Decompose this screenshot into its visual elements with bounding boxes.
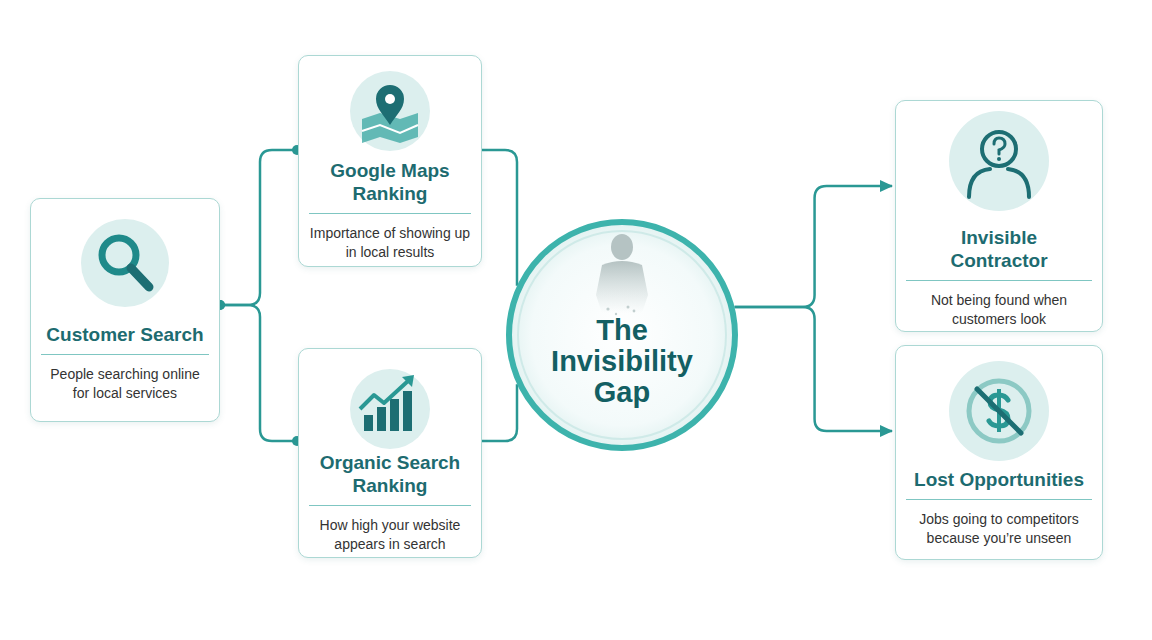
chart-icon-part (402, 375, 414, 387)
person-icon-part (997, 157, 1001, 161)
pin-icon-part (376, 85, 404, 125)
connector (220, 305, 298, 441)
connector (735, 307, 892, 431)
dollar-icon-part (977, 389, 1021, 433)
ghost-illustration-part (509, 222, 735, 448)
box-heading: Invisible Contractor (906, 226, 1092, 281)
box-heading: Customer Search (41, 323, 209, 355)
dollar-icon-part (949, 361, 1049, 461)
connector (220, 150, 298, 305)
chart-icon-part (377, 407, 386, 431)
connector (735, 186, 892, 307)
ghost-illustration-part (518, 231, 726, 439)
ghost-illustration-part (606, 307, 609, 310)
chart-icon-part (364, 415, 373, 431)
info-box: Organic Search RankingHow high your webs… (298, 348, 482, 558)
box-heading: Organic Search Ranking (309, 451, 471, 506)
dollar-icon-part (969, 381, 1029, 441)
pin-icon-part (350, 71, 430, 151)
ghost-illustration-part (596, 261, 648, 313)
search-icon-part (131, 268, 149, 287)
connector (482, 150, 517, 286)
connector (482, 384, 517, 441)
ghost-illustration-part (633, 310, 636, 313)
gap-circle: The Invisibility Gap (504, 217, 740, 453)
ghost-illustration-part (611, 234, 633, 260)
person-icon-part (969, 169, 1029, 197)
ghost-illustration-part (627, 306, 630, 309)
box-description: How high your website appears in search (309, 516, 471, 554)
person-icon (949, 111, 1049, 211)
box-description: Importance of showing up in local result… (309, 224, 471, 262)
chart-icon-part (350, 369, 430, 449)
info-box: Customer SearchPeople searching online f… (30, 198, 220, 422)
box-heading: Google Maps Ranking (309, 159, 471, 214)
box-description: Jobs going to competitors because you’re… (906, 510, 1092, 548)
info-box: Lost OpportunitiesJobs going to competit… (895, 345, 1103, 560)
chart-icon-part (403, 391, 412, 431)
chart-icon (340, 359, 440, 459)
search-icon-part (81, 219, 169, 307)
box-description: Not being found when customers look (906, 291, 1092, 329)
gap-title: The Invisibility Gap (532, 315, 712, 408)
pin-icon (340, 61, 440, 161)
person-icon-part (994, 138, 1005, 154)
info-box: Google Maps RankingImportance of showing… (298, 55, 482, 267)
dollar-icon (949, 361, 1049, 461)
info-box: Invisible ContractorNot being found when… (895, 100, 1103, 332)
person-icon-part (949, 111, 1049, 211)
box-description: People searching online for local servic… (41, 365, 209, 403)
pin-icon-part (385, 94, 395, 104)
box-heading: Lost Opportunities (906, 468, 1092, 500)
chart-icon-part (360, 381, 408, 409)
search-icon (75, 213, 175, 313)
chart-icon-part (390, 399, 399, 431)
person-icon-part (982, 132, 1016, 166)
pin-icon-part (362, 125, 418, 133)
